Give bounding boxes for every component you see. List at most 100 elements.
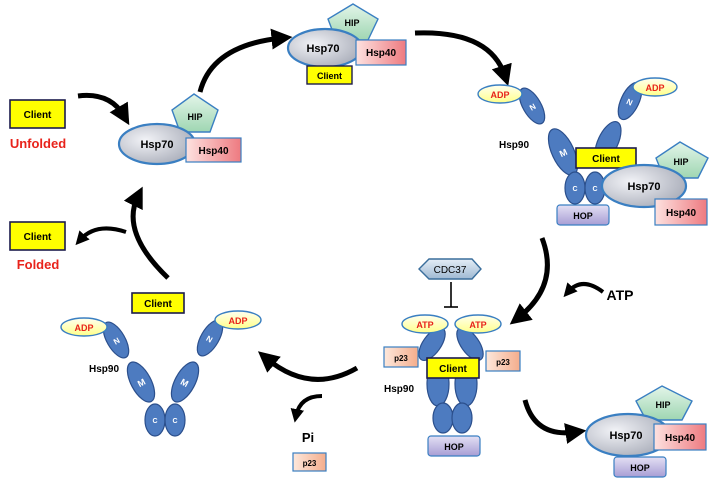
hsp70-client-complex-top: HIP Hsp70 Hsp40 Client (286, 3, 407, 85)
unfolded-client-group: Client Unfolded (9, 99, 66, 151)
hop-label: HOP (444, 442, 464, 452)
adp-right (632, 77, 678, 97)
pi-label: Pi (302, 430, 314, 445)
hsp40-label: Hsp40 (666, 208, 696, 219)
hsp40-label: Hsp40 (665, 433, 695, 444)
adp-label: ADP (490, 90, 509, 100)
hsp40-box (654, 198, 708, 226)
c-label: C (172, 418, 177, 425)
hsp90-closed-complex: Hsp90 ATP ATP p23 p23 Client HOP (383, 314, 521, 457)
adp-right (214, 310, 262, 330)
client-box-unfolded (9, 99, 66, 129)
hsp90-label: Hsp90 (499, 140, 529, 151)
unfolded-label: Unfolded (10, 136, 66, 151)
client-label: Client (439, 364, 467, 375)
hsp90-n-domain-left (102, 321, 130, 359)
client-box (575, 147, 637, 169)
client-label: Client (24, 232, 52, 243)
hsp40-box (355, 39, 407, 66)
hsp40-label: Hsp40 (366, 48, 396, 59)
hsp90-label: Hsp90 (89, 364, 119, 375)
atp-domain-label: ATP (469, 320, 486, 330)
folded-client-group: Client Folded (9, 221, 66, 272)
folded-label: Folded (17, 257, 60, 272)
hip-label: HIP (655, 400, 670, 410)
client-label: Client (24, 110, 52, 121)
hsp90-c-domain-right (451, 402, 473, 434)
arrow-pi-p23-release (290, 394, 323, 423)
cdc37-label: CDC37 (434, 265, 467, 276)
hsp70-label: Hsp70 (140, 139, 173, 151)
client-label: Client (144, 299, 172, 310)
n-label: N (204, 334, 214, 345)
cdc37-hexagon (418, 258, 482, 280)
hsp70-label: Hsp70 (306, 43, 339, 55)
arrow-hsp70-to-top (197, 28, 293, 93)
hsp90-open-complex: Client Hsp90 ADP N M ADP N M C C (60, 292, 262, 437)
client-box (306, 65, 353, 85)
arrow-closed-to-open (257, 351, 359, 382)
cdc37-group: CDC37 (418, 258, 482, 280)
cycle-arrows (75, 28, 605, 444)
arrow-loading-to-closed (509, 237, 550, 325)
n-label: N (528, 102, 538, 113)
hsp90-loading-complex: ADP N M ADP N C C HOP Client HIP Hsp70 H… (477, 77, 709, 226)
m-label: M (558, 147, 569, 159)
hsp90-m-domain-left (126, 361, 156, 403)
released-hsp70-complex: HIP Hsp70 Hsp40 HOP (584, 385, 707, 478)
c-label: C (152, 418, 157, 425)
hop-box (613, 456, 667, 478)
p23-box-right (485, 350, 521, 372)
hsp40-box (653, 423, 707, 451)
hsp70-hsp40-hip-complex-left: HIP Hsp70 Hsp40 (117, 93, 242, 166)
arrow-release-hsp70-hop (522, 399, 587, 444)
atp-right (454, 314, 502, 334)
p23-label: p23 (303, 459, 317, 468)
hsp70-label: Hsp70 (609, 430, 642, 442)
hsp90-c-domain-left (432, 402, 454, 434)
m-label: M (179, 377, 190, 389)
hip-pentagon (635, 385, 693, 421)
n-label: N (625, 97, 634, 108)
adp-label: ADP (228, 316, 247, 326)
client-label: Client (317, 71, 342, 81)
client-box (131, 292, 185, 314)
adp-label: ADP (645, 83, 664, 93)
hip-pentagon (171, 93, 219, 133)
adp-left (477, 84, 523, 104)
arrow-release-folded (123, 186, 170, 280)
atp-label: ATP (607, 287, 634, 303)
m-label: M (136, 377, 147, 389)
arrow-folded-client-out (75, 226, 127, 246)
arrow-atp-binding (563, 282, 605, 298)
hsp90-c-domain-right (164, 403, 186, 437)
hop-box (427, 435, 481, 457)
client-box (426, 357, 480, 379)
arrow-client-binding (77, 92, 130, 126)
atp-domain-label: ATP (416, 320, 433, 330)
hsp90-n-domain-left (518, 87, 546, 125)
pi-p23-release: Pi p23 (292, 430, 327, 472)
adp-label: ADP (74, 323, 93, 333)
n-label: N (112, 336, 122, 347)
hsp40-box (185, 137, 242, 163)
hip-label: HIP (187, 112, 202, 122)
hsp40-label: Hsp40 (198, 146, 228, 157)
p23-box (292, 452, 327, 472)
c-label: C (592, 186, 597, 193)
hsp70-label: Hsp70 (627, 181, 660, 193)
hop-label: HOP (630, 463, 650, 473)
p23-label: p23 (496, 358, 510, 367)
hsp70-ellipse (600, 163, 688, 209)
arrow-top-to-hsp90 (414, 30, 512, 86)
hip-label: HIP (344, 18, 359, 28)
hsp90-label: Hsp90 (384, 384, 414, 395)
client-label: Client (592, 154, 620, 165)
atp-left (401, 314, 449, 334)
hop-box (556, 204, 610, 226)
c-label: C (572, 186, 577, 193)
hsp90-m-domain-right (170, 361, 200, 403)
adp-left (60, 317, 108, 337)
